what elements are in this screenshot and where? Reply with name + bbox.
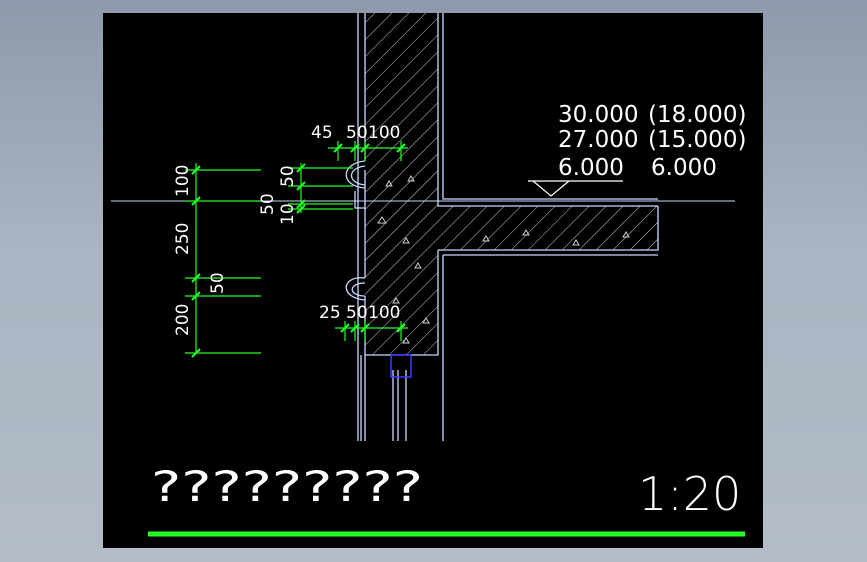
dimension-chain-bottom [335, 321, 408, 341]
dim-left-50-low: 50 [208, 272, 228, 294]
dim-left-200: 200 [173, 304, 193, 336]
structure-outline [357, 13, 659, 441]
dimension-chain-top [328, 141, 408, 161]
level-row2-a: 27.000 [558, 127, 638, 153]
level-row2-b: (15.000) [648, 127, 746, 153]
dim-top-50: 50 [346, 123, 368, 143]
level-row3-b: 6.000 [651, 155, 717, 181]
drip-grooves [345, 160, 366, 301]
level-row1-b: (18.000) [648, 102, 746, 128]
dim-left-100: 100 [173, 165, 193, 197]
dim-bottom-100: 100 [368, 303, 400, 323]
section-drawing: 30.000 (18.000) 27.000 (15.000) 6.000 6.… [111, 13, 746, 537]
level-mark: 30.000 (18.000) 27.000 (15.000) 6.000 6.… [528, 102, 746, 197]
level-row3-a: 6.000 [558, 155, 624, 181]
dim-left-10: 10 [278, 203, 298, 225]
window-section [390, 354, 412, 378]
dim-left-50-b: 50 [258, 193, 278, 215]
dim-bottom-50: 50 [346, 303, 368, 323]
dimension-chain-left [185, 163, 353, 358]
dim-top-100: 100 [368, 123, 400, 143]
drawing-title: ????????? [151, 462, 423, 511]
dim-left-50-a: 50 [278, 165, 298, 187]
dim-bottom-25: 25 [319, 303, 341, 323]
concrete-aggregate [377, 175, 630, 344]
level-row1-a: 30.000 [558, 102, 638, 128]
dim-top-45: 45 [311, 123, 333, 143]
cad-viewport[interactable]: 30.000 (18.000) 27.000 (15.000) 6.000 6.… [103, 13, 763, 548]
drawing-scale: 1:20 [638, 467, 741, 521]
dim-left-250: 250 [173, 223, 193, 255]
concrete-hatch [365, 13, 658, 355]
